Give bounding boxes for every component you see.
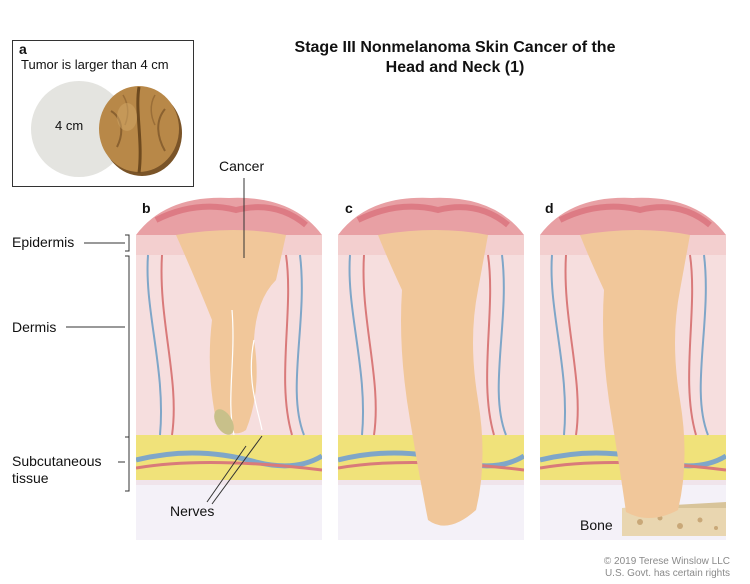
cancer-label: Cancer	[219, 158, 265, 174]
title-line-1: Stage III Nonmelanoma Skin Cancer of the	[294, 39, 616, 56]
epidermis-label: Epidermis	[12, 234, 75, 250]
tissue-block-c	[338, 197, 524, 540]
inset-caption: Tumor is larger than 4 cm	[21, 57, 169, 72]
title-line-2: Head and Neck (1)	[385, 59, 525, 76]
size-label: 4 cm	[55, 118, 84, 133]
bone-label: Bone	[580, 517, 613, 533]
copyright: © 2019 Terese Winslow LLC U.S. Govt. has…	[604, 556, 730, 580]
panel-letter-b: b	[142, 200, 151, 216]
subcutaneous-label-line-1: Subcutaneous	[12, 453, 102, 469]
dermis-label: Dermis	[12, 319, 57, 335]
subcutaneous-label-line-2: tissue	[12, 470, 49, 486]
walnut-icon	[99, 86, 182, 176]
panel-letter-a: a	[19, 41, 27, 57]
nerves-label: Nerves	[170, 503, 215, 519]
panel-letter-d: d	[545, 200, 554, 216]
diagram-title: Stage III Nonmelanoma Skin Cancer of the…	[250, 38, 660, 78]
copyright-line-2: U.S. Govt. has certain rights	[604, 568, 730, 579]
panel-letter-c: c	[345, 200, 353, 216]
subcutaneous-label: Subcutaneous tissue	[12, 453, 102, 487]
size-comparison-inset: a Tumor is larger than 4 cm 4 cm	[12, 40, 194, 187]
tissue-block-b	[136, 197, 322, 540]
tissue-block-d	[540, 197, 726, 540]
copyright-line-1: © 2019 Terese Winslow LLC	[603, 556, 730, 567]
